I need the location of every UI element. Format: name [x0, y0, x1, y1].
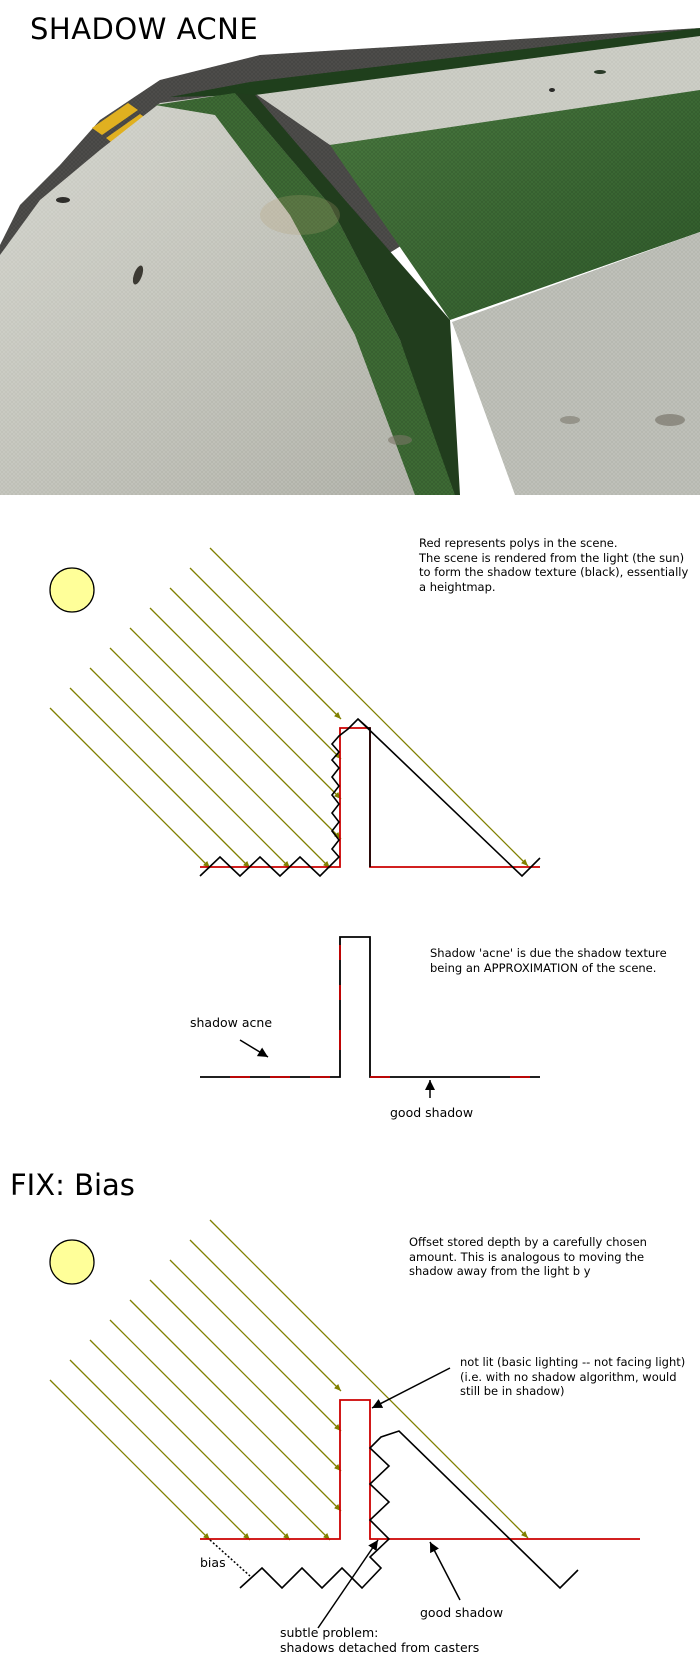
sun-icon: [49, 567, 95, 613]
arrow-icon: [239, 1039, 269, 1058]
arrow-icon: [429, 1541, 461, 1601]
page-title-fix-bias: FIX: Bias: [10, 1168, 135, 1202]
scene-poly: [200, 727, 540, 868]
shadow-texture-biased: [239, 1430, 579, 1590]
note-scene: Red represents polys in the scene. The s…: [419, 536, 689, 594]
sun-icon: [49, 1239, 95, 1285]
label-good-shadow-1: good shadow: [390, 1105, 474, 1120]
note-bias-fix: Offset stored depth by a carefully chose…: [409, 1235, 647, 1278]
note-not-lit: not lit (basic lighting -- not facing li…: [460, 1355, 686, 1398]
label-good-shadow-2: good shadow: [420, 1605, 504, 1620]
shadow-diagrams: [49, 547, 640, 1629]
scene-poly: [200, 1399, 640, 1540]
light-rays: [49, 547, 529, 869]
shadow-texture: [199, 717, 541, 878]
label-bias: bias: [200, 1555, 226, 1570]
page-title-shadow-acne: SHADOW ACNE: [30, 12, 259, 46]
arrow-icon: [317, 1539, 379, 1629]
light-rays: [49, 1219, 529, 1541]
note-acne-cause: Shadow 'acne' is due the shadow texture …: [430, 946, 667, 975]
bias-indicator: [209, 1539, 251, 1577]
label-shadow-acne: shadow acne: [190, 1015, 273, 1030]
diagram-3: [49, 1219, 640, 1629]
diagram-1: [49, 547, 541, 878]
label-subtle-problem: subtle problem: shadows detached from ca…: [280, 1625, 480, 1655]
shadow-acne-render: [0, 0, 700, 495]
diagram-2: [200, 936, 540, 1098]
scene-poly-result: [200, 936, 540, 1078]
arrow-icon: [371, 1367, 451, 1409]
